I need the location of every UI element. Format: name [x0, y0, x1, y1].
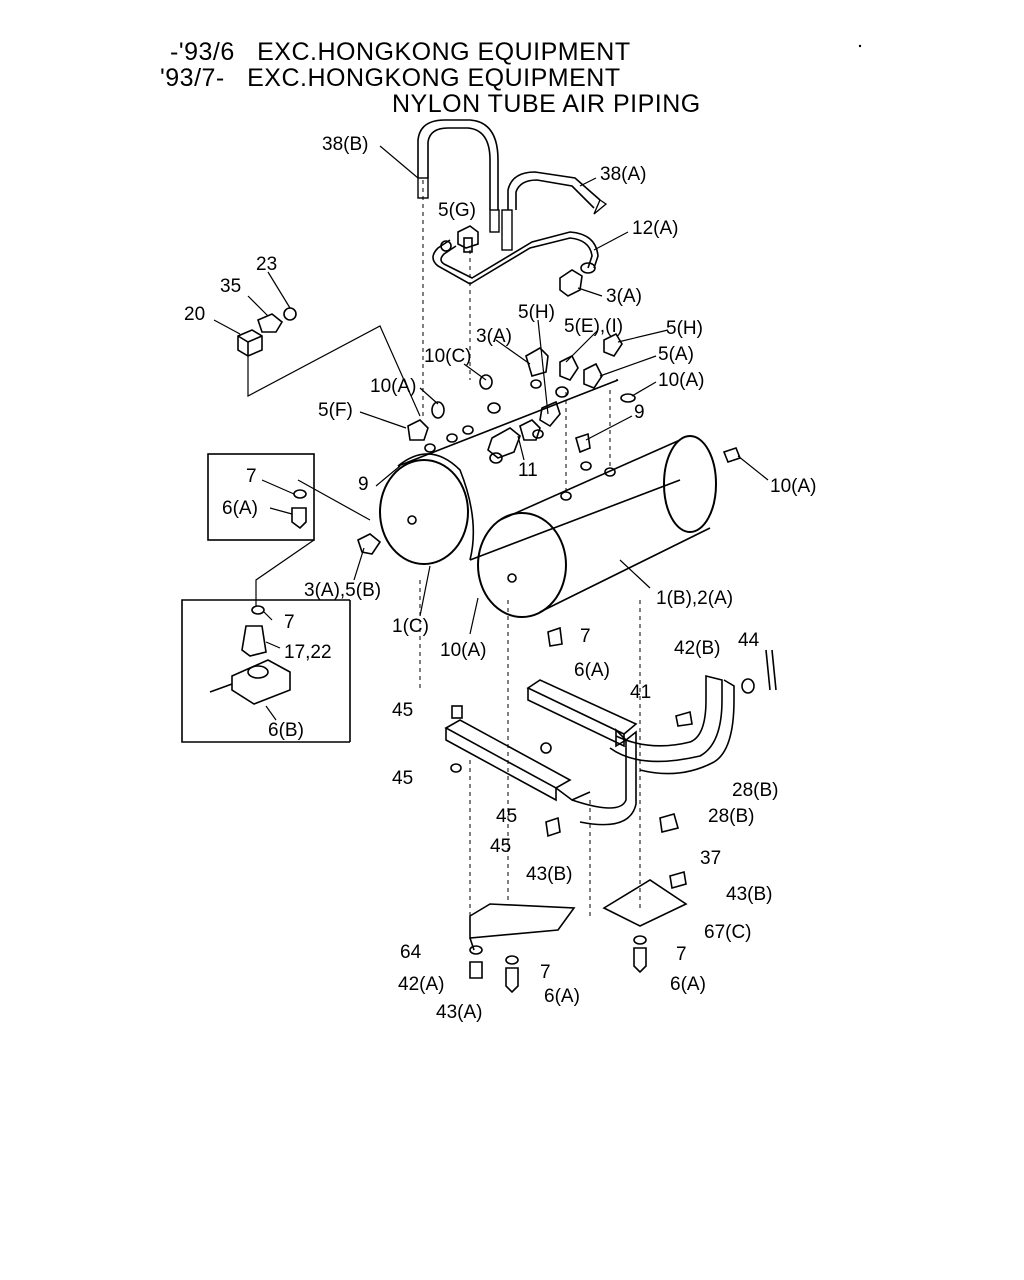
- steel-pipe-12a: [432, 231, 599, 285]
- hardware-bolts: [450, 626, 777, 890]
- callout-38a: 38(A): [600, 164, 646, 185]
- strap-28b-front: [571, 728, 637, 826]
- callout-7-br: 7: [676, 944, 687, 965]
- callout-6a-box: 6(A): [222, 498, 258, 519]
- leader-35: [247, 295, 269, 317]
- callout-10a-low: 10(A): [440, 640, 486, 661]
- fitting-3a-5b: [357, 533, 382, 555]
- plate-64: [469, 903, 576, 951]
- callout-43a: 43(A): [436, 1002, 482, 1023]
- header-line-3: NYLON TUBE AIR PIPING: [392, 90, 701, 118]
- leader-20: [213, 319, 241, 335]
- callout-3a-mid: 3(A): [476, 326, 512, 347]
- leader-23: [267, 271, 291, 309]
- detail-box-upper: [207, 453, 371, 606]
- callout-45-a: 45: [392, 700, 413, 721]
- callout-5f: 5(F): [318, 400, 353, 421]
- callout-38b: 38(B): [322, 134, 368, 155]
- callout-6a-mid: 6(A): [574, 660, 610, 681]
- callout-6b: 6(B): [268, 720, 304, 741]
- callout-28b-b: 28(B): [708, 806, 754, 827]
- callout-5a: 5(A): [658, 344, 694, 365]
- lower-hardware: [469, 935, 647, 994]
- callout-37: 37: [700, 848, 721, 869]
- line-20-to-tank: [247, 325, 421, 417]
- callout-43b-a: 43(B): [526, 864, 572, 885]
- callout-41: 41: [630, 682, 651, 703]
- callout-10c: 10(C): [424, 346, 472, 367]
- callout-35: 35: [220, 276, 241, 297]
- callout-7-bl: 7: [540, 962, 551, 983]
- callout-23: 23: [256, 254, 277, 275]
- callout-5ei: 5(E),(I): [564, 316, 623, 337]
- stray-dot: [858, 44, 862, 48]
- callout-42a: 42(A): [398, 974, 444, 995]
- callout-64: 64: [400, 942, 422, 963]
- callout-10a-far: 10(A): [770, 476, 816, 497]
- dash-lines: [419, 180, 641, 930]
- callout-7-low: 7: [580, 626, 591, 647]
- fitting-3a-top: [559, 262, 596, 297]
- callout-45-d: 45: [490, 836, 511, 857]
- callout-11: 11: [518, 460, 538, 481]
- bracket-lower-41: [526, 679, 638, 748]
- callout-20: 20: [184, 304, 205, 325]
- bracket-lower-front: [444, 719, 591, 802]
- strap-28b-back: [609, 674, 735, 775]
- callout-7-box2: 7: [284, 612, 295, 633]
- callout-6a-bl: 6(A): [544, 986, 580, 1007]
- callout-9-right: 9: [634, 402, 645, 423]
- nylon-tube-38b: [417, 119, 500, 233]
- leader-lines: [353, 145, 769, 635]
- callout-1b-2a: 1(B),2(A): [656, 588, 733, 609]
- air-tank-1c: [379, 379, 681, 565]
- callout-12a: 12(A): [632, 218, 678, 239]
- callout-45-b: 45: [392, 768, 413, 789]
- air-tank-1b-2a: [477, 435, 717, 618]
- callout-10a-left: 10(A): [370, 376, 416, 397]
- fitting-5g: [440, 225, 479, 253]
- callout-9-left: 9: [358, 474, 369, 495]
- callout-10a-right: 10(A): [658, 370, 704, 391]
- callout-3a-top: 3(A): [606, 286, 642, 307]
- callout-67c: 67(C): [704, 922, 752, 943]
- callout-28b-a: 28(B): [732, 780, 778, 801]
- callout-42b: 42(B): [674, 638, 720, 659]
- plate-67c: [602, 879, 688, 927]
- callout-17-22: 17,22: [284, 642, 332, 663]
- callout-7-box: 7: [246, 466, 257, 487]
- callout-45-c: 45: [496, 806, 517, 827]
- callout-44: 44: [738, 630, 760, 651]
- callout-5g: 5(G): [438, 200, 476, 221]
- callout-5h-right: 5(H): [666, 318, 703, 339]
- callout-1c: 1(C): [392, 616, 429, 637]
- header-line-2: '93/7- EXC.HONGKONG EQUIPMENT: [160, 64, 621, 92]
- detail-box-lower: [181, 599, 351, 743]
- tank-top-fittings: [407, 332, 742, 501]
- callout-6a-br: 6(A): [670, 974, 706, 995]
- callout-3a-5b: 3(A),5(B): [304, 580, 381, 601]
- nylon-tube-38a: [501, 171, 608, 251]
- part-20-valve: [237, 329, 263, 357]
- callout-43b-b: 43(B): [726, 884, 772, 905]
- header-line-1: -'93/6 EXC.HONGKONG EQUIPMENT: [170, 38, 631, 66]
- callout-5h-left: 5(H): [518, 302, 555, 323]
